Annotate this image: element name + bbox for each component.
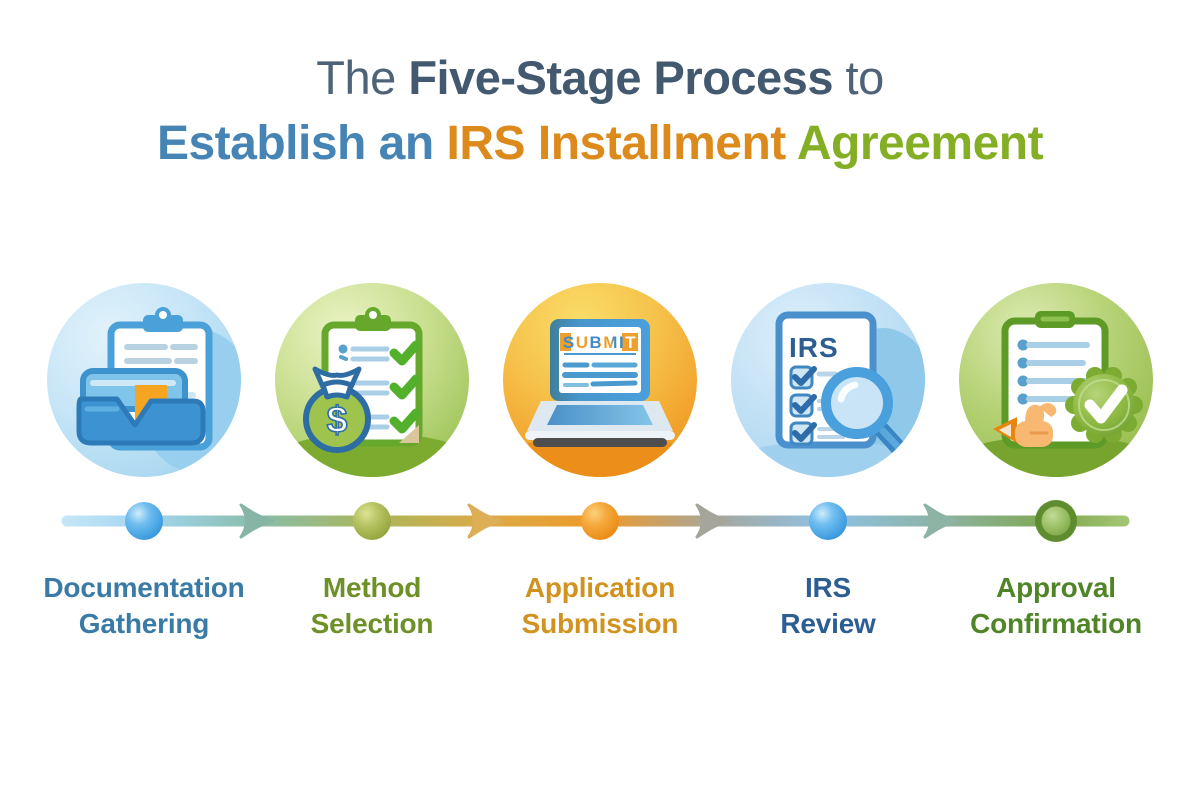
circle-shade: [959, 436, 1153, 477]
stage-2: $: [258, 283, 486, 477]
timeline-node-3: [581, 502, 619, 540]
stage-5: [942, 283, 1170, 477]
stage-circle-5: [959, 283, 1153, 477]
page-title: The Five-Stage Process to Establish an I…: [0, 50, 1200, 171]
label-line-2: Confirmation: [970, 607, 1142, 639]
title-establish: Establish an: [156, 117, 447, 170]
irs-document-magnifier-icon: IRS: [733, 311, 925, 477]
label-line-1: IRS: [804, 572, 852, 603]
clipboard-approved-badge-icon: [959, 311, 1153, 477]
title-agreement: Agreement: [796, 117, 1044, 170]
timeline-arrow-3: [695, 503, 731, 539]
timeline-node-4: [809, 502, 847, 540]
label-line-1: Method: [322, 572, 422, 603]
label-documentation-gathering: Documentation Gathering: [30, 570, 258, 642]
label-line-1: Application: [524, 572, 676, 603]
label-line-1: Documentation: [43, 572, 245, 603]
title-line-2: Establish an IRS Installment Agreement: [0, 116, 1200, 171]
timeline-arrow-1: [239, 503, 275, 539]
title-line-1: The Five-Stage Process to: [0, 50, 1200, 105]
timeline-arrow-2: [467, 503, 503, 539]
title-pre: The: [316, 51, 409, 104]
stage-row: $: [30, 283, 1170, 477]
timeline-node-2: [353, 502, 391, 540]
timeline-node-1: [125, 502, 163, 540]
title-emphasis: Five-Stage Process: [408, 51, 833, 104]
magnifier: [821, 367, 911, 461]
label-method-selection: Method Selection: [258, 570, 486, 642]
folder: [76, 368, 206, 446]
stage-4: IRS: [714, 283, 942, 477]
checkbox-rows: [789, 365, 845, 446]
stage-labels: Documentation Gathering Method Selection…: [30, 570, 1170, 642]
laptop: SUBMIT: [525, 319, 675, 447]
stage-circle-3: SUBMIT: [503, 283, 697, 477]
stage-circle-4: IRS: [731, 283, 925, 477]
timeline: [0, 490, 1200, 552]
stage-circle-2: $: [275, 283, 469, 477]
title-post: to: [832, 51, 885, 104]
approval-badge: [1065, 367, 1143, 443]
circle-shade-bottom: [733, 441, 923, 477]
label-line-2: Submission: [521, 607, 679, 639]
label-line-2: Review: [780, 607, 876, 639]
label-application-submission: Application Submission: [486, 570, 714, 642]
label-line-2: Gathering: [78, 607, 210, 639]
label-approval-confirmation: Approval Confirmation: [942, 570, 1170, 642]
label-line-2: Selection: [310, 607, 434, 639]
dollar-sign: $: [327, 399, 348, 440]
submit-text: SUBMIT: [563, 333, 637, 352]
stage-1: [30, 283, 258, 477]
stage-3: SUBMIT: [486, 283, 714, 477]
clipboard-folder-documents-icon: [76, 307, 241, 473]
checklist-money-bag-icon: $: [275, 307, 469, 477]
stage-circle-1: [47, 283, 241, 477]
label-line-1: Approval: [996, 572, 1116, 603]
timeline-arrow-4: [923, 503, 959, 539]
money-bag: $: [303, 366, 371, 453]
timeline-svg: [61, 500, 1130, 542]
laptop-submit-icon: SUBMIT: [503, 319, 697, 477]
label-irs-review: IRS Review: [714, 570, 942, 642]
timeline-node-5: [1035, 500, 1077, 542]
title-irs-installment: IRS Installment: [446, 117, 797, 170]
irs-text: IRS: [789, 332, 839, 363]
thumbs-up-hand: [993, 403, 1057, 447]
